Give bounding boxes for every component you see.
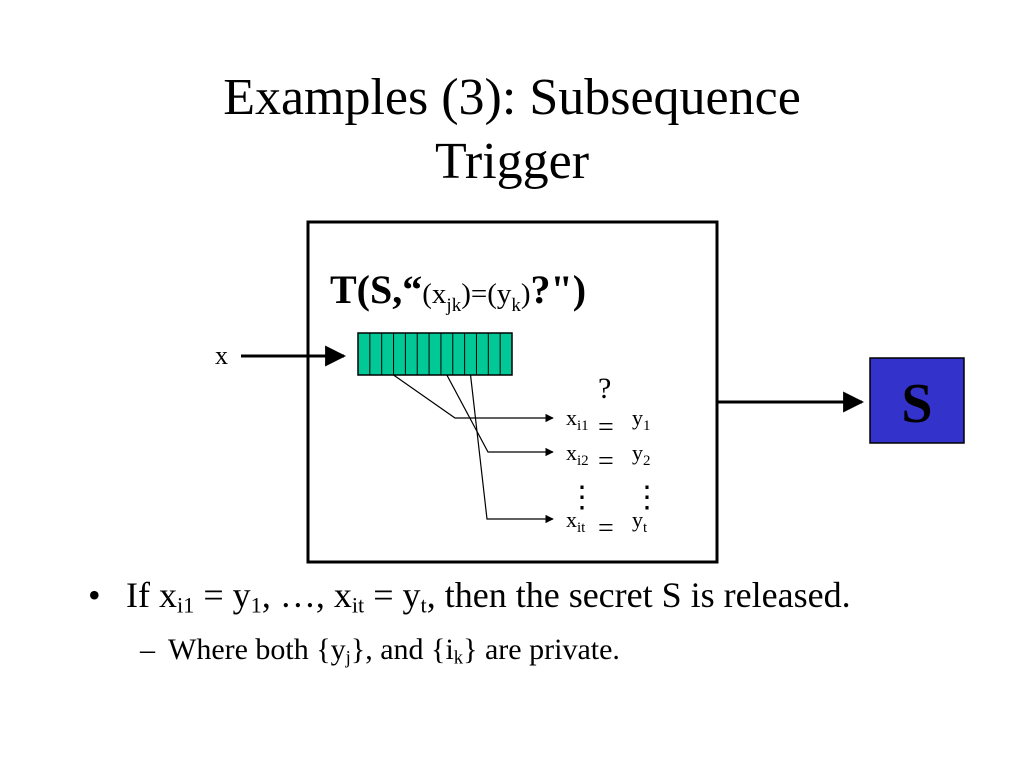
row-1-x: xi1 (566, 405, 589, 434)
secret-box (869, 357, 965, 444)
slide-title: Examples (3): Subsequence Trigger (0, 66, 1024, 194)
title-line-1: Examples (3): Subsequence (223, 69, 801, 126)
bullet-dash: – (140, 633, 155, 666)
bullet-main: • If xi1 = y1, …, xit = yt, then the sec… (88, 575, 851, 618)
register-frame (357, 332, 513, 376)
row-3-y: yt (632, 507, 648, 536)
row-1-equals: = (598, 412, 614, 443)
row-2-x: xi2 (566, 440, 589, 469)
tap-line-1 (393, 374, 554, 423)
row-2-equals: = (598, 446, 614, 477)
tap-line-2 (446, 374, 554, 457)
trigger-box (306, 220, 719, 564)
trigger-label: T(S,“(xjk)=(yk)?") (330, 267, 586, 316)
row-1-y: y1 (632, 405, 651, 434)
row-3-x: xit (566, 507, 586, 536)
shift-register (357, 332, 513, 376)
input-label: x (215, 341, 228, 370)
question-mark: ? (598, 372, 611, 405)
comparison-row-2: xi2 = y2 (566, 440, 651, 477)
bullet-list: • If xi1 = y1, …, xit = yt, then the sec… (88, 574, 988, 668)
bullet-sub: – Where both {yj}, and {ik} are private. (140, 633, 620, 669)
row-2-y: y2 (632, 440, 651, 469)
title-line-2: Trigger (434, 133, 590, 190)
secret-label: S (901, 373, 932, 435)
tap-line-3 (469, 374, 554, 524)
vertical-dots-left: ⋮ (567, 481, 597, 514)
row-3-equals: = (598, 513, 614, 544)
bullet-dot: • (88, 575, 101, 615)
tap-lines (393, 374, 554, 524)
comparison-row-3: xit = yt (566, 507, 648, 544)
vertical-dots-right: ⋮ (632, 481, 662, 514)
comparison-row-1: xi1 = y1 (566, 405, 651, 443)
